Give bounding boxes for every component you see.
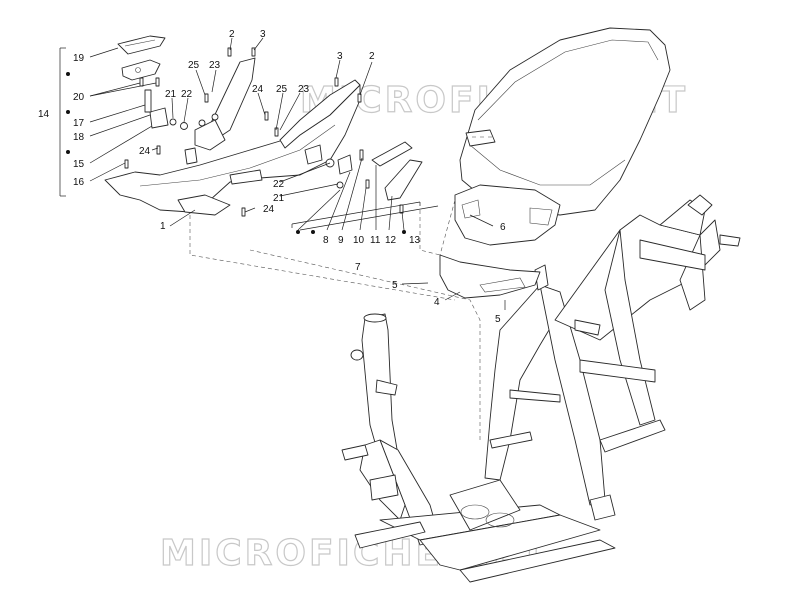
callout-22-right: 22 <box>273 179 285 190</box>
callout-21-left: 21 <box>165 89 177 100</box>
callout-10: 10 <box>353 235 365 246</box>
front-nose-cover <box>439 254 541 299</box>
callout-21-right: 21 <box>273 193 285 204</box>
callout-labels: 19 20 17 18 15 16 14 1 2 3 25 23 21 22 2… <box>38 29 506 325</box>
callout-5-right: 5 <box>495 314 501 325</box>
group-7-bracket <box>291 201 421 228</box>
callout-4: 4 <box>434 297 440 308</box>
callout-18: 18 <box>73 132 85 143</box>
side-panel-parts <box>325 141 423 214</box>
callout-6: 6 <box>500 222 506 233</box>
callout-24-mid: 24 <box>252 84 264 95</box>
leader-lines <box>59 37 506 310</box>
callout-16: 16 <box>73 177 85 188</box>
callout-13: 13 <box>409 235 421 246</box>
callout-25-right: 25 <box>276 84 288 95</box>
callout-1: 1 <box>160 221 166 232</box>
callout-2-left: 2 <box>229 29 235 40</box>
callout-11: 11 <box>370 235 381 246</box>
step-cover-19 <box>117 35 166 55</box>
callout-7: 7 <box>355 262 361 273</box>
callout-23-right: 23 <box>298 84 310 95</box>
assembly-dashed-lines <box>189 199 481 440</box>
callout-12: 12 <box>385 235 397 246</box>
callout-24-lower: 24 <box>139 146 151 157</box>
callout-3-right: 3 <box>337 51 343 62</box>
callout-8: 8 <box>323 235 329 246</box>
callout-20: 20 <box>73 92 85 103</box>
callout-2-right: 2 <box>369 51 375 62</box>
callout-24-bottom: 24 <box>263 204 275 215</box>
callout-9: 9 <box>338 235 344 246</box>
callout-22-left: 22 <box>181 89 193 100</box>
step-bracket-20 <box>121 59 161 81</box>
callout-15: 15 <box>73 159 85 170</box>
hook-bracket-17 <box>144 89 169 129</box>
callout-14: 14 <box>38 109 50 120</box>
callout-25-left: 25 <box>188 60 200 71</box>
floor-footrest-assembly <box>104 57 361 216</box>
callout-17: 17 <box>73 118 85 129</box>
callout-5-left: 5 <box>392 280 398 291</box>
callout-19: 19 <box>73 53 85 64</box>
rear-body-shell <box>454 27 671 246</box>
fasteners-left <box>124 47 362 217</box>
frame-chassis <box>341 194 741 583</box>
callout-23-left: 23 <box>209 60 221 71</box>
callout-3-left: 3 <box>260 29 266 40</box>
